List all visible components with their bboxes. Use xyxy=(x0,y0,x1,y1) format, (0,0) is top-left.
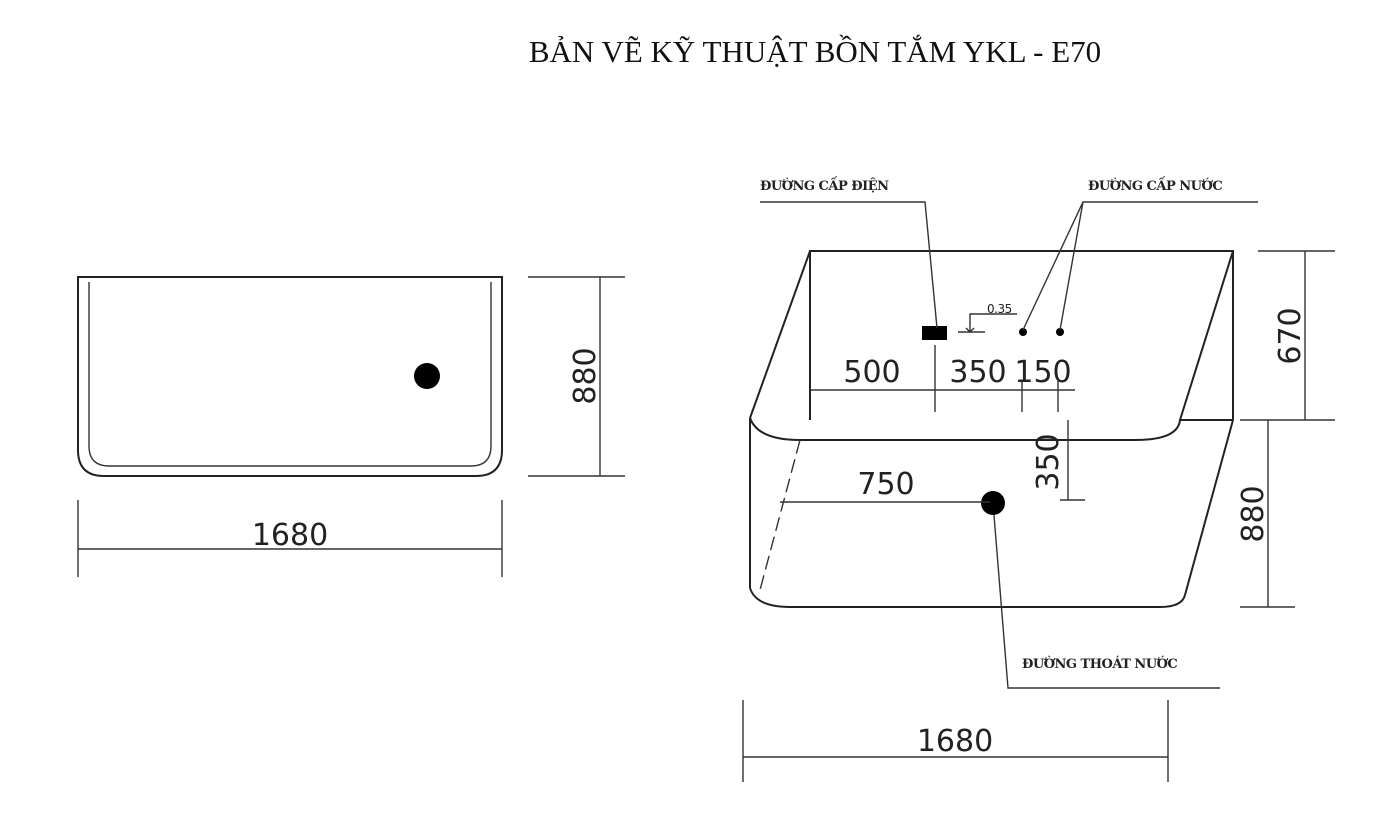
top-view: 880 1680 xyxy=(77,276,625,577)
dimension-350-vertical: 350 xyxy=(1031,420,1085,501)
dimension-670: 670 xyxy=(1240,250,1335,421)
label-power-line: ĐƯỜNG CẤP ĐIỆN xyxy=(760,176,889,194)
perspective-view: 0.35 ĐƯỜNG CẤP ĐIỆN ĐƯỜNG CẤP NƯỚC ĐƯỜNG… xyxy=(742,176,1335,782)
level-mark-label: 0.35 xyxy=(987,302,1012,316)
label-drain: ĐƯỜNG THOÁT NƯỚC xyxy=(1022,655,1177,672)
tub-front-bottom xyxy=(749,587,1186,608)
water-inlet-2 xyxy=(1056,328,1064,336)
dim-750-label: 750 xyxy=(857,467,914,502)
dim-1680-label: 1680 xyxy=(252,518,328,553)
tub-outline-inner xyxy=(88,282,492,467)
level-mark-symbol xyxy=(958,313,1017,333)
dimension-880: 880 xyxy=(1236,420,1295,608)
dim-1680-front-label: 1680 xyxy=(917,724,993,759)
dimension-1680-front: 1680 xyxy=(742,700,1169,782)
tub-back-rim xyxy=(809,250,1234,420)
tub-outline-outer xyxy=(77,276,503,477)
dim-670-label: 670 xyxy=(1273,307,1308,364)
dim-150-label: 150 xyxy=(1014,355,1071,390)
dimension-length: 1680 xyxy=(77,500,503,577)
tub-front-top xyxy=(749,417,1233,441)
dimension-inlets: 500 350 150 xyxy=(810,345,1075,412)
water-inlet-1 xyxy=(1019,328,1027,336)
dim-500-label: 500 xyxy=(843,355,900,390)
dimension-width: 880 xyxy=(528,276,625,477)
label-water-supply: ĐƯỜNG CẤP NƯỚC xyxy=(1088,176,1222,194)
power-outlet xyxy=(922,326,947,340)
dim-880-front-label: 880 xyxy=(1236,485,1271,542)
dim-350-h-label: 350 xyxy=(949,355,1006,390)
dim-350-v-label: 350 xyxy=(1031,433,1066,490)
drain-hole-front xyxy=(981,491,1005,515)
drawing-title: BẢN VẼ KỸ THUẬT BỒN TẮM YKL - E70 xyxy=(529,33,1101,69)
dimension-750: 750 xyxy=(780,467,990,503)
drain-hole xyxy=(414,363,440,389)
dim-880-label: 880 xyxy=(568,347,603,404)
